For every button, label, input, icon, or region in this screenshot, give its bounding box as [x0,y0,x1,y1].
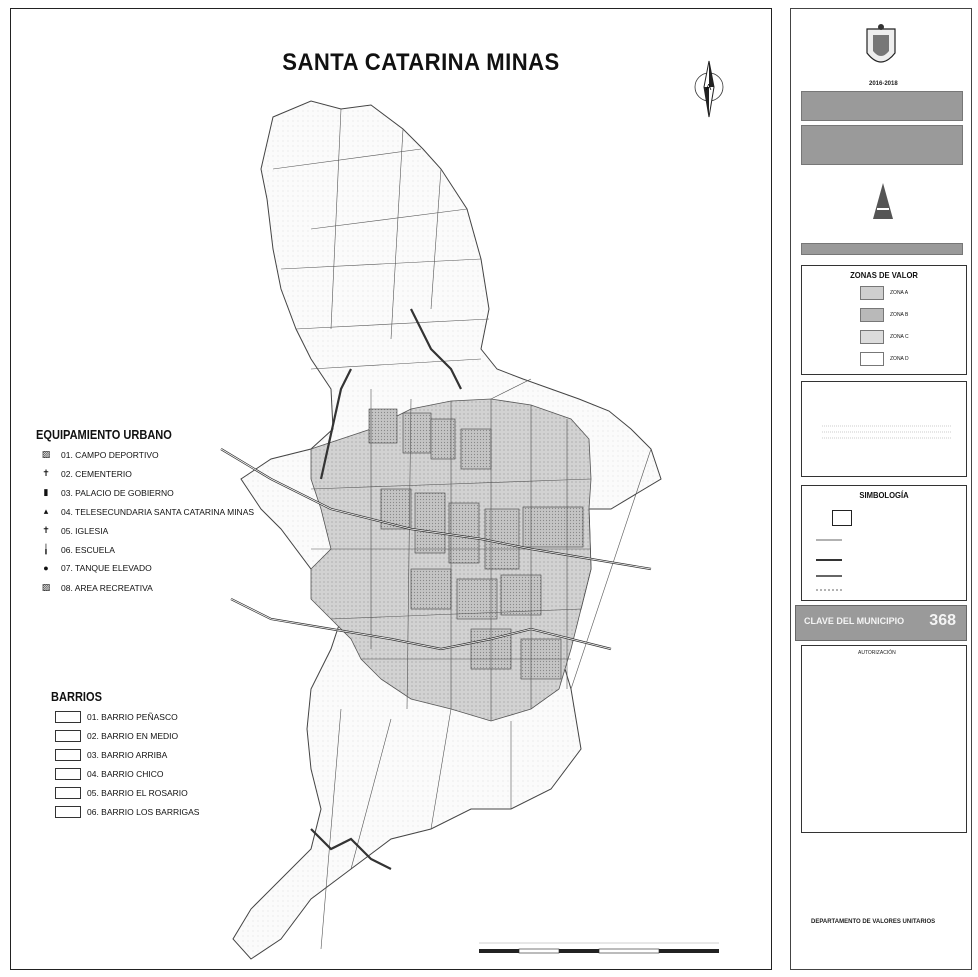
equipamiento-symbol-icon: ▨ [41,449,51,459]
coat-of-arms-icon [866,24,896,63]
equipamiento-label: 04. TELESECUNDARIA SANTA CATARINA MINAS [61,506,255,517]
barrio-swatch [55,730,81,742]
barrio-item: 05. BARRIO EL ROSARIO [55,787,188,799]
autorizacion-box: AUTORIZACIÓN [801,645,967,833]
equipamiento-item: ▮ 03. PALACIO DE GOBIERNO [39,487,174,498]
barrio-swatch [55,768,81,780]
zona-swatch [860,286,884,300]
zona-label: ZONA B [890,312,909,318]
barrio-item: 01. BARRIO PEÑASCO [55,711,178,723]
barrio-label: 04. BARRIO CHICO [87,769,164,779]
clave-band: CLAVE DEL MUNICIPIO 368 [795,605,967,641]
barrio-swatch [55,787,81,799]
zona-label: ZONA C [890,334,909,340]
autorizacion-label: AUTORIZACIÓN [858,650,896,656]
zona-label: ZONA D [890,356,909,362]
equipamiento-symbol-icon: ▨ [41,582,51,592]
barrio-item: 06. BARRIO LOS BARRIGAS [55,806,199,818]
north-arrow-icon: A [694,60,724,118]
equipamiento-item: ▴ 04. TELESECUNDARIA SANTA CATARINA MINAS [39,506,254,517]
equipamiento-heading: EQUIPAMIENTO URBANO [36,427,172,442]
institution-band-1 [801,91,963,121]
barrio-label: 06. BARRIO LOS BARRIGAS [87,807,200,817]
caracteristicas-box [801,381,967,477]
equipamiento-item: ╽ 06. ESCUELA [39,544,115,555]
map-panel: A SANTA CATARINA MINAS EQUIPAMIENTO URBA… [10,8,772,970]
zona-swatch [860,330,884,344]
municipality-map: A [220,60,724,960]
equipamiento-label: 02. CEMENTERIO [61,468,132,479]
equipamiento-symbol-icon: ✝ [42,525,50,535]
equipamiento-item: ▨ 01. CAMPO DEPORTIVO [39,449,159,460]
zona-label: ZONA A [890,290,909,296]
zonas-de-valor-box: ZONAS DE VALOR ZONA A ZONA B ZONA C ZONA D [801,265,967,375]
equipamiento-label: 01. CAMPO DEPORTIVO [61,449,159,460]
map-title: SANTA CATARINA MINAS [282,49,560,76]
block-lines [272,108,652,950]
equipamiento-label: 05. IGLESIA [61,525,109,536]
barrio-item: 04. BARRIO CHICO [55,768,164,780]
equipamiento-item: ● 07. TANQUE ELEVADO [39,563,152,573]
barrios-heading: BARRIOS [51,689,102,704]
departamento-label: DEPARTAMENTO DE VALORES UNITARIOS [811,919,936,925]
barrio-item: 02. BARRIO EN MEDIO [55,730,178,742]
equipamiento-label: 06. ESCUELA [61,544,115,555]
equipamiento-symbol-icon: ▴ [43,506,49,516]
barrio-swatch [55,806,81,818]
equipamiento-label: 03. PALACIO DE GOBIERNO [61,487,174,498]
scale-bar [479,942,719,954]
zona-swatch [860,308,884,322]
zona-item: ZONA C [860,330,909,344]
clave-label: CLAVE DEL MUNICIPIO [804,616,905,626]
caracteristicas-lines [822,425,952,439]
zona-item: ZONA A [860,286,908,300]
oaxaca-logo-icon [873,183,893,219]
equipamiento-label: 07. TANQUE ELEVADO [61,563,152,573]
zona-item: ZONA B [860,308,908,322]
zona-b-blocks [368,408,584,680]
equipamiento-symbol-icon: ▮ [43,487,49,497]
zona-swatch [860,352,884,366]
equipamiento-item: ✝ 05. IGLESIA [39,525,108,536]
barrio-label: 01. BARRIO PEÑASCO [87,712,178,722]
equipamiento-item: ✝ 02. CEMENTERIO [39,468,132,479]
municipality-band [801,243,963,255]
simbologia-lines [816,539,842,591]
barrio-item: 03. BARRIO ARRIBA [55,749,167,761]
barrio-label: 05. BARRIO EL ROSARIO [87,788,188,798]
svg-text:A: A [706,83,712,92]
barrio-swatch [55,749,81,761]
barrio-label: 03. BARRIO ARRIBA [87,750,168,760]
simbologia-box: SIMBOLOGÍA [801,485,967,601]
clave-value: 368 [929,612,956,629]
zona-item: ZONA D [860,352,909,366]
equipamiento-item: ▨ 08. AREA RECREATIVA [39,582,153,593]
equipamiento-label: 08. AREA RECREATIVA [61,582,153,593]
equipamiento-symbol-icon: ✝ [42,468,50,478]
simbologia-swatch [832,510,852,526]
barrio-label: 02. BARRIO EN MEDIO [87,731,179,741]
equipamiento-symbol-icon: ╽ [43,544,49,554]
zonas-heading: ZONAS DE VALOR [850,270,918,280]
equipamiento-symbol-icon: ● [43,563,49,573]
barrio-swatch [55,711,81,723]
institution-band-2 [801,125,963,165]
simbologia-heading: SIMBOLOGÍA [859,490,909,500]
period-label: 2016-2018 [869,81,898,87]
